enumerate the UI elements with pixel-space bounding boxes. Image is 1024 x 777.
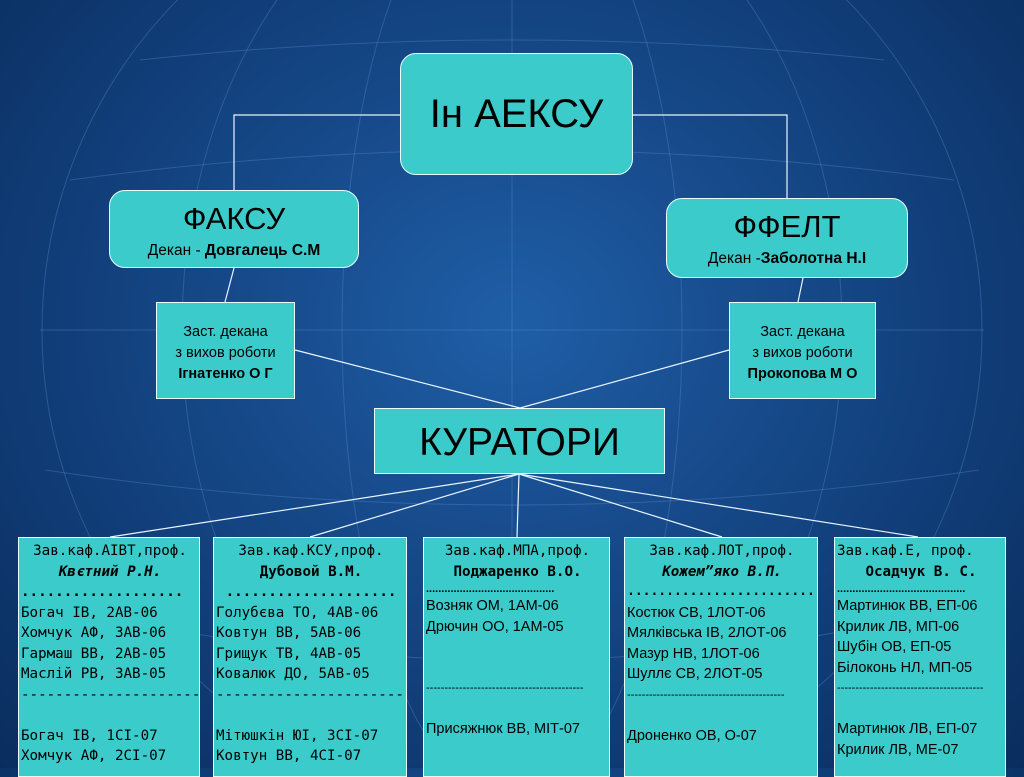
list-item: Ковтун ВВ, 5АВ-06 [216,625,362,641]
dots-separator: .................... [225,584,397,600]
deputy-left-line2: з вихов роботи [175,345,276,361]
deputy-right-name: Прокопова М О [747,366,858,382]
curators-title: КУРАТОРИ [419,421,620,464]
top-institute-box: Ін АЕКСУ [400,53,633,175]
top-institute-title: Ін АЕКСУ [429,92,604,136]
department-professor: Квєтний Р.Н. [58,563,162,580]
department-e: Зав.каф.Е, проф. Осадчук В. С. .........… [834,537,1006,777]
faksu-box: ФАКСУ Декан - Довгалець С.М [109,190,359,268]
dots-separator: ................... [21,584,184,600]
deputy-right-line1: Заст. декана [760,324,845,340]
list-item: Ковалюк ДО, 5АВ-05 [216,666,370,682]
department-ksu: Зав.каф.КСУ,проф. Дубовой В.М. .........… [213,537,407,777]
list-item: Мялківська ІВ, 2ЛОТ-06 [627,625,787,641]
ffelt-title: ФФЕЛТ [733,209,841,244]
department-lot: Зав.каф.ЛОТ,проф. Кожем”яко В.П. .......… [624,537,818,777]
list-item: Костюк СВ, 1ЛОТ-06 [627,604,766,621]
deputy-left-line1: Заст. декана [183,324,268,340]
department-aivt: Зав.каф.АІВТ,проф. Квєтний Р.Н. ........… [18,537,200,777]
department-head: Зав.каф.МПА,проф. [444,543,591,559]
list-item: Дрючин ОО, 1АМ-05 [426,618,564,635]
list-item: Возняк ОМ, 1АМ-06 [426,598,559,614]
deputy-right-box: Заст. декана з вихов роботи Прокопова М … [729,302,876,399]
list-item: Шубін ОВ, ЕП-05 [837,639,952,655]
list-item: Богач ІВ, 1СІ-07 [21,727,158,744]
list-item: Мітюшкін ЮІ, 3СІ-07 [216,727,379,744]
department-professor: Поджаренко В.О. [453,563,582,580]
dots-separator: ............................ [627,584,817,599]
list-item: Гармаш ВВ, 2АВ-05 [21,645,167,662]
department-head: Зав.каф.АІВТ,проф. [33,543,187,559]
ffelt-dean-prefix: Декан - [707,250,761,267]
list-item: Мартинюк ВВ, ЕП-06 [837,598,978,614]
ffelt-dean-name: Заболотна Н.І [760,250,867,267]
dash-separator: ---------------------------------------- [837,682,984,694]
curators-box: КУРАТОРИ [374,408,665,474]
deputy-right-line2: з вихов роботи [752,345,853,361]
dash-separator: ----------------------------------------… [627,688,785,701]
deputy-left-box: Заст. декана з вихов роботи Ігнатенко О … [156,302,295,399]
ffelt-box: ФФЕЛТ Декан -Заболотна Н.І [666,198,908,278]
dots-separator: ........................................… [426,583,555,595]
list-item: Присяжнюк ВВ, МІТ-07 [426,721,580,737]
faksu-title: ФАКСУ [182,201,286,236]
department-head: Зав.каф.ЛОТ,проф. [649,543,795,559]
list-item: Мазур НВ, 1ЛОТ-06 [627,645,760,662]
dash-separator: ----------------------- [216,686,407,703]
list-item: Мартинюк ЛВ, ЕП-07 [837,721,978,737]
department-head: Зав.каф.КСУ,проф. [238,543,384,559]
dots-separator: ........................................… [837,583,966,595]
dash-separator: ----------------------------------------… [426,682,584,694]
list-item: Ковтун ВВ, 4СІ-07 [216,748,362,764]
dash-separator: --------------------- [21,686,200,703]
list-item: Маслій РВ, 3АВ-05 [21,666,167,682]
deputy-left-name: Ігнатенко О Г [178,366,273,382]
faksu-dean-prefix: Декан - [147,242,205,259]
list-item: Білоконь НЛ, МП-05 [837,659,973,676]
ffelt-dean: Декан -Заболотна Н.І [667,250,907,268]
list-item: Дроненко ОВ, О-07 [627,727,757,744]
list-item: Хомчук АФ, 2СІ-07 [21,748,167,764]
department-professor: Кожем”яко В.П. [662,563,782,580]
department-head: Зав.каф.Е, проф. [837,543,974,559]
faksu-dean-name: Довгалець С.М [204,242,321,259]
list-item: Богач ІВ, 2АВ-06 [21,604,158,621]
list-item: Крилик ЛВ, МЕ-07 [837,741,959,758]
department-professor: Осадчук В. С. [865,563,977,580]
list-item: Хомчук АФ, 3АВ-06 [21,625,167,641]
list-item: Грищук ТВ, 4АВ-05 [216,645,362,662]
faksu-dean: Декан - Довгалець С.М [110,242,358,260]
department-professor: Дубовой В.М. [259,563,363,580]
department-mpa: Зав.каф.МПА,проф. Поджаренко В.О. ......… [423,537,610,777]
list-item: Голубєва ТО, 4АВ-06 [216,604,379,621]
list-item: Шуллє СВ, 2ЛОТ-05 [627,666,763,682]
list-item: Крилик ЛВ, МП-06 [837,618,960,635]
